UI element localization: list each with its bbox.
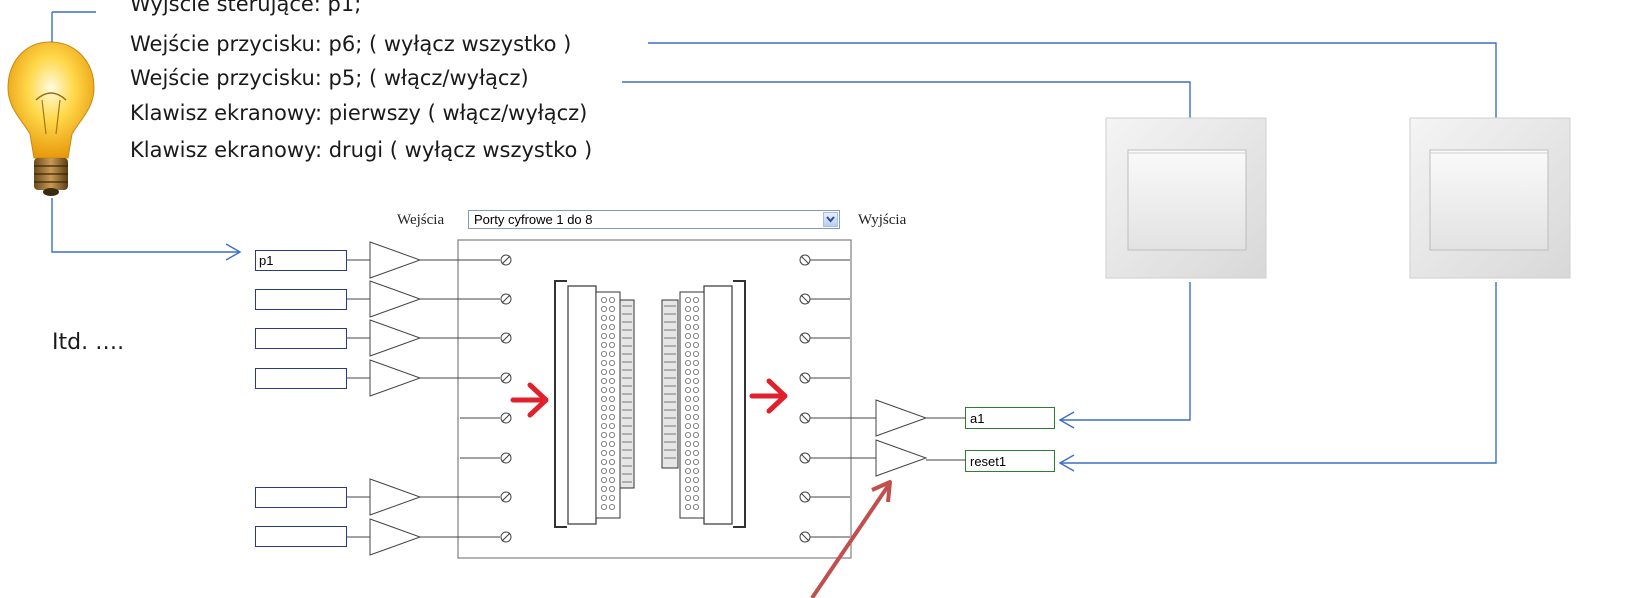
input-field-4[interactable] — [255, 368, 347, 389]
flow-arrow-icon — [510, 382, 549, 418]
input-buffer-1 — [347, 241, 512, 279]
desc-line-1: Wyjście sterujące: p1; — [130, 0, 362, 16]
input-buffer-4 — [347, 359, 512, 397]
input-terminal-5 — [460, 412, 512, 424]
wall-switch-icon — [1105, 117, 1267, 279]
desc-line-5: Klawisz ekranowy: drugi ( wyłącz wszystk… — [130, 138, 593, 162]
input-buffer-2 — [347, 280, 512, 318]
output-terminals — [799, 254, 966, 543]
output-field-reset1[interactable]: reset1 — [965, 450, 1055, 472]
right-connector — [661, 280, 746, 528]
light-bulb-icon — [7, 41, 95, 196]
input-field-2[interactable] — [255, 289, 347, 310]
outputs-label: Wyjścia — [858, 212, 907, 228]
desc-line-2: Wejście przycisku: p6; ( wyłącz wszystko… — [130, 32, 572, 56]
input-buffer-3 — [347, 319, 512, 357]
output-terminal-3 — [799, 332, 850, 344]
output-terminal-1 — [799, 254, 850, 266]
output-terminal-2 — [799, 293, 850, 305]
input-buffer-8 — [347, 518, 512, 556]
port-select-value: Porty cyfrowe 1 do 8 — [474, 212, 593, 227]
desc-line-3: Wejście przycisku: p5; ( włącz/wyłącz) — [130, 66, 529, 90]
input-buffer-7 — [347, 478, 512, 516]
etc-label: Itd. …. — [52, 330, 125, 355]
desc-line-4: Klawisz ekranowy: pierwszy ( włącz/wyłąc… — [130, 101, 588, 125]
pointer-arrow-icon — [810, 484, 890, 598]
input-field-1[interactable]: p1 — [255, 250, 347, 271]
port-select[interactable]: Porty cyfrowe 1 do 8 — [468, 210, 840, 229]
flow-arrow-icon — [749, 378, 788, 414]
output-terminal-6 — [799, 439, 966, 477]
input-buffers — [347, 241, 512, 556]
output-terminal-7 — [799, 491, 850, 503]
inputs-label: Wejścia — [397, 212, 445, 228]
input-terminal-6 — [460, 452, 512, 464]
output-terminal-4 — [799, 372, 850, 384]
chevron-down-icon[interactable] — [823, 212, 838, 227]
input-field-7[interactable] — [255, 487, 347, 508]
input-field-8[interactable] — [255, 526, 347, 547]
wall-switch-icon — [1409, 117, 1571, 279]
left-connector — [554, 280, 635, 528]
output-terminal-8 — [799, 531, 850, 543]
output-terminal-5 — [799, 399, 966, 437]
input-field-3[interactable] — [255, 328, 347, 349]
